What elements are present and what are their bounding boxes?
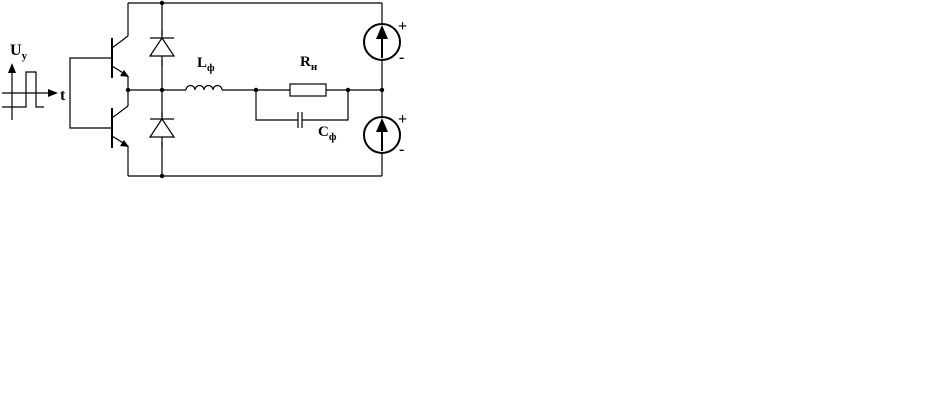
upper-source-plus: + <box>398 18 407 35</box>
capacitor-label-sub: ф <box>329 131 337 143</box>
inductor-label-sub: ф <box>207 62 215 74</box>
inductor-label-main: L <box>197 55 207 71</box>
upper-source-minus: - <box>399 49 404 66</box>
control-voltage-label: Uу <box>10 42 28 62</box>
capacitor <box>297 112 303 128</box>
inductor-label: Lф <box>197 55 215 74</box>
lower-voltage-source <box>363 116 401 154</box>
capacitor-label-main: C <box>318 124 329 140</box>
lower-diode <box>148 112 176 148</box>
resistor-label-main: R <box>300 54 311 70</box>
capacitor-label: Cф <box>318 124 337 143</box>
upper-voltage-source <box>363 23 401 61</box>
control-signal <box>2 63 58 120</box>
lower-source-minus: - <box>399 141 404 158</box>
upper-diode <box>148 30 176 66</box>
resistor <box>289 83 327 97</box>
control-voltage-main: U <box>10 42 22 59</box>
capacitor-wire-right <box>302 90 349 121</box>
control-voltage-sub: у <box>22 50 28 62</box>
capacitor-wire-left <box>255 90 298 121</box>
resistor-label-sub: н <box>311 61 318 73</box>
upper-transistor <box>111 3 129 90</box>
inductor <box>185 84 223 91</box>
lower-source-plus: + <box>398 111 407 128</box>
lower-transistor <box>111 90 129 176</box>
resistor-label: Rн <box>300 54 318 73</box>
gate-wire <box>69 57 112 129</box>
time-axis-label: t <box>60 87 66 104</box>
junction-dots <box>125 0 385 179</box>
